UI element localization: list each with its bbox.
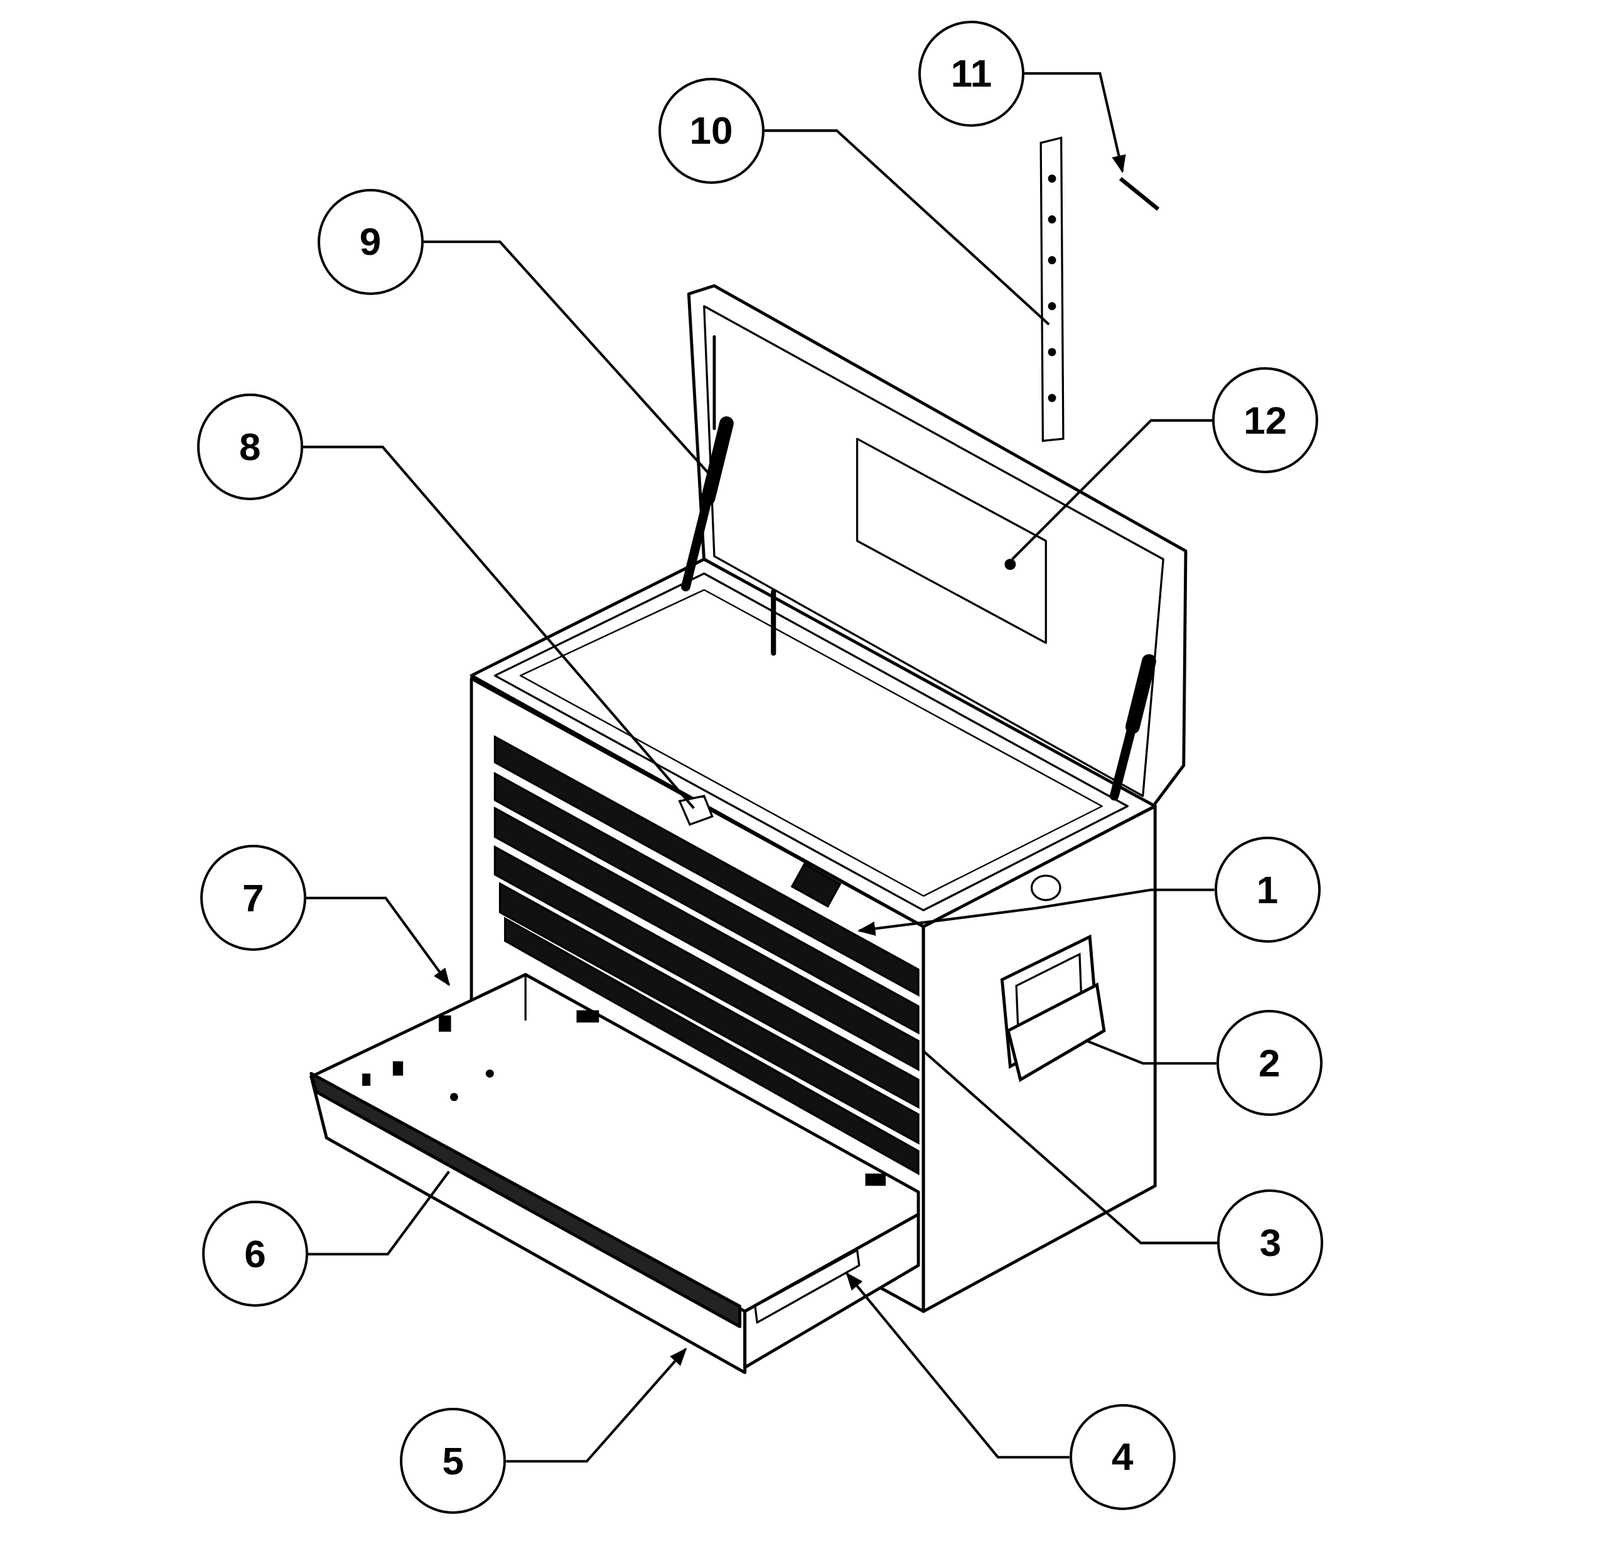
callout-circle: 8 xyxy=(197,393,304,500)
callout-number: 8 xyxy=(239,427,261,467)
callout-number: 5 xyxy=(442,1441,464,1481)
side-panel xyxy=(923,805,1155,1312)
callout-number: 2 xyxy=(1258,1043,1280,1083)
callout-number: 6 xyxy=(244,1234,266,1274)
callout-circle: 9 xyxy=(317,188,424,296)
callout-circle: 4 xyxy=(1069,1404,1176,1511)
callout-circle: 10 xyxy=(658,77,765,184)
callout-number: 10 xyxy=(689,111,734,151)
callout-circle: 3 xyxy=(1217,1189,1324,1296)
callout-circle: 12 xyxy=(1212,367,1319,474)
callout-number: 12 xyxy=(1243,401,1287,441)
callout-number: 4 xyxy=(1111,1437,1133,1477)
callout-number: 7 xyxy=(242,878,264,918)
callout-number: 1 xyxy=(1256,870,1278,910)
callout-circle: 11 xyxy=(918,20,1025,127)
callout-number: 9 xyxy=(359,222,382,262)
lid-label xyxy=(857,438,1047,643)
callout-circle: 2 xyxy=(1216,1009,1323,1117)
callout-circle: 6 xyxy=(202,1200,309,1307)
callout-circle: 7 xyxy=(200,844,307,951)
callout-circle: 5 xyxy=(399,1407,506,1515)
callout-number: 3 xyxy=(1259,1223,1282,1263)
callout-circle: 1 xyxy=(1214,836,1321,943)
callout-number: 11 xyxy=(950,53,993,93)
